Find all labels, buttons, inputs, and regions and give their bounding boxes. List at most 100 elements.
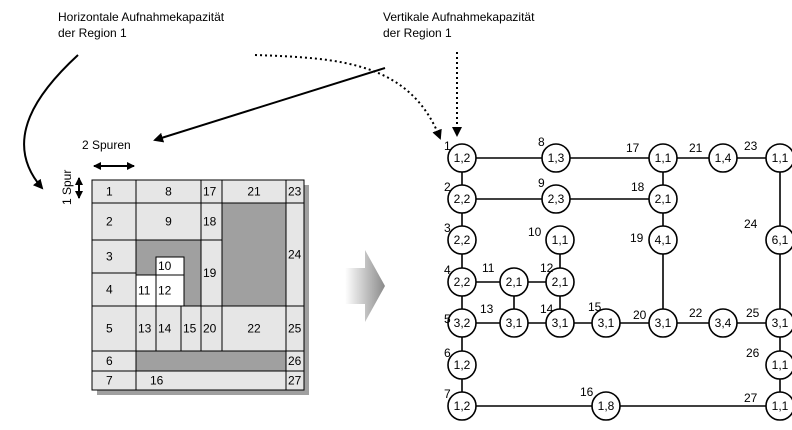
graph-node-id: 10 <box>528 225 542 239</box>
horizontal-capacity-label-line1: Horizontale Aufnahmekapazität <box>58 10 225 24</box>
graph-node-capacity: 2,2 <box>454 275 471 289</box>
region-label: 11 <box>138 284 151 298</box>
region-label: 1 <box>106 185 113 199</box>
graph-node-circle <box>591 308 621 338</box>
graph-node-capacity: 2,3 <box>548 192 565 206</box>
graph-node-circle <box>447 143 477 173</box>
graph-node-id: 6 <box>444 346 451 360</box>
region-label: 10 <box>158 259 172 273</box>
graph-node-capacity: 1,2 <box>454 358 471 372</box>
graph-node-id: 3 <box>444 221 451 235</box>
graph-node-circle <box>591 391 621 421</box>
graph-node-id: 8 <box>538 135 545 149</box>
vertical-capacity-arrow <box>153 67 386 143</box>
region-cell <box>91 272 137 307</box>
graph-node-capacity: 2,1 <box>506 275 523 289</box>
transformation-arrow <box>345 250 385 322</box>
graph-node-circle <box>648 184 678 214</box>
graph-node-capacity: 3,1 <box>598 316 615 330</box>
graph-node-id: 11 <box>482 261 495 275</box>
graph-node-capacity: 1,1 <box>772 358 789 372</box>
graph-node-circle <box>765 225 792 255</box>
graph-node-capacity: 3,1 <box>552 316 569 330</box>
graph-node-id: 13 <box>480 302 494 316</box>
region-label: 18 <box>203 215 217 229</box>
graph-node-circle <box>708 143 738 173</box>
graph-node-circle <box>545 225 575 255</box>
region-label: 17 <box>203 185 217 199</box>
graph-node-id: 9 <box>538 176 545 190</box>
graph-node-capacity: 1,2 <box>454 151 471 165</box>
graph-node-circle <box>648 225 678 255</box>
region-cell <box>285 370 305 391</box>
region-cell <box>221 305 287 352</box>
graph-node-circle <box>447 350 477 380</box>
region-label: 21 <box>247 185 261 199</box>
region-cell <box>91 305 137 352</box>
region-label: 25 <box>288 322 302 336</box>
region-label: 9 <box>165 215 172 229</box>
graph-node-circle <box>765 308 792 338</box>
graph-node-id: 24 <box>744 217 758 231</box>
region-label: 4 <box>106 283 113 297</box>
vertical-capacity-label-line2: der Region 1 <box>383 26 452 40</box>
graph-node-capacity: 1,1 <box>772 399 789 413</box>
graph-node-capacity: 3,2 <box>454 316 471 330</box>
graph-node-capacity: 2,1 <box>552 275 569 289</box>
graph-node-id: 27 <box>744 391 758 405</box>
graph-node-circle <box>648 308 678 338</box>
graph-node-id: 4 <box>444 263 451 277</box>
graph-node-id: 23 <box>744 139 758 153</box>
region-label: 26 <box>288 354 302 368</box>
graph-node-circle <box>447 267 477 297</box>
graph-node-id: 26 <box>746 346 760 360</box>
graph-node-circle <box>447 308 477 338</box>
graph-node-circle <box>545 267 575 297</box>
region-cell <box>91 370 137 391</box>
region-label: 27 <box>288 374 302 388</box>
region-label: 15 <box>183 322 197 336</box>
graph-node-capacity: 2,2 <box>454 192 471 206</box>
graph-node-circle <box>545 308 575 338</box>
region-label: 14 <box>158 322 172 336</box>
horizontal-capacity-dotted-arrow <box>254 54 442 140</box>
region-cell <box>91 202 137 241</box>
graph-node-capacity: 2,2 <box>454 233 471 247</box>
region-label: 23 <box>288 185 302 199</box>
region-cell <box>91 350 137 372</box>
graph-node-circle <box>648 143 678 173</box>
region-cell <box>91 239 137 274</box>
region-label: 24 <box>288 248 302 262</box>
blocked-area <box>135 350 287 372</box>
graph-node-circle <box>541 184 571 214</box>
region-label: 6 <box>106 354 113 368</box>
capacity-graph: 1,212,222,232,243,251,261,271,382,391,11… <box>444 135 792 421</box>
graph-node-capacity: 1,4 <box>715 151 732 165</box>
graph-node-capacity: 1,8 <box>598 399 615 413</box>
graph-node-circle <box>447 391 477 421</box>
graph-node-id: 7 <box>444 387 451 401</box>
graph-node-circle <box>447 184 477 214</box>
graph-node-circle <box>499 308 529 338</box>
horizontal-capacity-label-line2: der Region 1 <box>58 26 127 40</box>
graph-node-id: 17 <box>626 141 640 155</box>
region-label: 12 <box>158 284 172 298</box>
graph-node-id: 14 <box>540 302 554 316</box>
region-label: 7 <box>106 374 113 388</box>
graph-node-circle <box>765 391 792 421</box>
graph-node-capacity: 1,2 <box>454 399 471 413</box>
region-label: 3 <box>106 250 113 264</box>
horizontal-capacity-arrow <box>23 54 79 190</box>
graph-node-id: 12 <box>540 261 554 275</box>
vertical-capacity-label-line1: Vertikale Aufnahmekapazität <box>383 10 535 24</box>
region-cell <box>135 202 202 241</box>
graph-node-id: 5 <box>444 312 451 326</box>
graph-node-circle <box>447 225 477 255</box>
graph-node-circle <box>765 350 792 380</box>
two-tracks-label: 2 Spuren <box>82 138 131 152</box>
graph-node-capacity: 4,1 <box>655 233 672 247</box>
region-label: 5 <box>106 322 113 336</box>
graph-node-id: 18 <box>631 180 645 194</box>
graph-node-circle <box>708 308 738 338</box>
